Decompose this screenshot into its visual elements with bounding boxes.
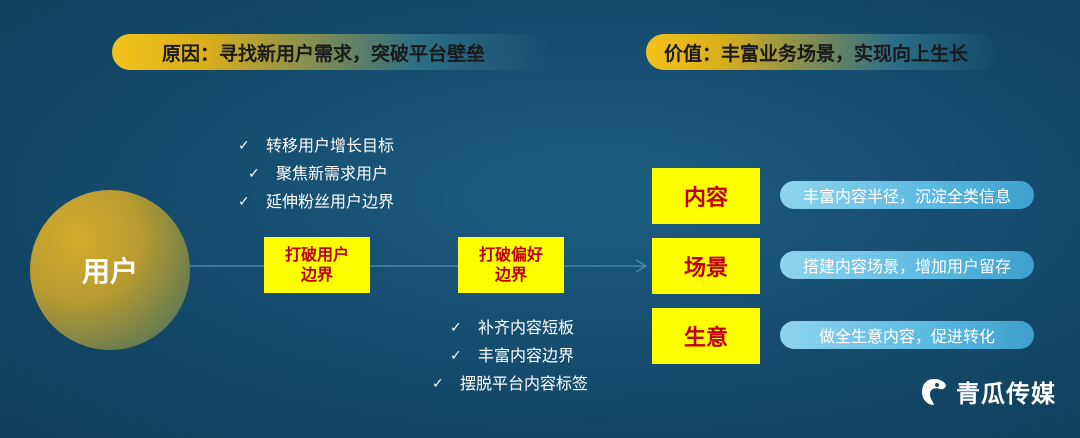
checklist-text: 丰富内容边界: [478, 346, 575, 365]
checklist-text: 转移用户增长目标: [266, 136, 395, 155]
user-shift-checklist: ✓ 转移用户增长目标 ✓ 聚焦新需求用户 ✓ 延伸粉丝用户边界: [238, 132, 394, 216]
value-desc-text: 丰富内容半径，沉淀全类信息: [802, 187, 1011, 206]
check-icon: ✓: [450, 348, 462, 364]
checklist-item: ✓ 转移用户增长目标: [238, 132, 394, 160]
checklist-item: ✓ 补齐内容短板: [432, 314, 588, 342]
break-user-line-1: 打破用户: [284, 245, 349, 264]
checklist-item: ✓ 丰富内容边界: [432, 342, 588, 370]
user-node-label: 用户: [81, 255, 138, 288]
check-icon: ✓: [450, 320, 462, 336]
check-icon: ✓: [238, 194, 250, 210]
checklist-item: ✓ 摆脱平台内容标签: [432, 370, 588, 398]
user-node: 用户: [30, 190, 190, 350]
checklist-text: 延伸粉丝用户边界: [266, 192, 395, 211]
header-value-pill: 价值：丰富业务场景，实现向上生长: [646, 34, 996, 70]
checklist-text: 补齐内容短板: [478, 318, 575, 337]
qinggua-logo-icon: [922, 378, 946, 405]
value-label: 生意: [683, 326, 728, 351]
header-reason-pill: 原因：寻找新用户需求，突破平台壁垒: [112, 34, 550, 70]
value-label: 内容: [683, 186, 728, 211]
content-checklist: ✓ 补齐内容短板 ✓ 丰富内容边界 ✓ 摆脱平台内容标签: [432, 314, 588, 398]
header-reason-text: 原因：寻找新用户需求，突破平台壁垒: [162, 42, 486, 65]
brand-name: 青瓜传媒: [956, 380, 1056, 408]
check-icon: ✓: [238, 138, 250, 154]
check-icon: ✓: [248, 166, 260, 182]
checklist-item: ✓ 聚焦新需求用户: [238, 160, 394, 188]
value-box-business: 生意: [652, 308, 760, 364]
value-desc-business: 做全生意内容，促进转化: [780, 321, 1034, 349]
break-preference-boundary-box: 打破偏好 边界: [458, 237, 564, 293]
value-box-content: 内容: [652, 168, 760, 224]
value-desc-scene: 搭建内容场景，增加用户留存: [780, 251, 1034, 279]
value-desc-text: 做全生意内容，促进转化: [818, 327, 995, 346]
break-pref-line-1: 打破偏好: [478, 245, 543, 264]
checklist-text: 摆脱平台内容标签: [460, 374, 589, 393]
value-desc-text: 搭建内容场景，增加用户留存: [802, 257, 1011, 276]
checklist-item: ✓ 延伸粉丝用户边界: [238, 188, 394, 216]
break-pref-line-2: 边界: [494, 265, 527, 284]
value-desc-content: 丰富内容半径，沉淀全类信息: [780, 181, 1034, 209]
header-value-text: 价值：丰富业务场景，实现向上生长: [664, 42, 969, 65]
brand-logo: 青瓜传媒: [920, 374, 1056, 409]
break-user-line-2: 边界: [300, 265, 333, 284]
value-label: 场景: [683, 256, 728, 281]
checklist-text: 聚焦新需求用户: [276, 164, 389, 183]
break-user-boundary-box: 打破用户 边界: [264, 237, 370, 293]
value-box-scene: 场景: [652, 238, 760, 294]
check-icon: ✓: [432, 376, 444, 392]
